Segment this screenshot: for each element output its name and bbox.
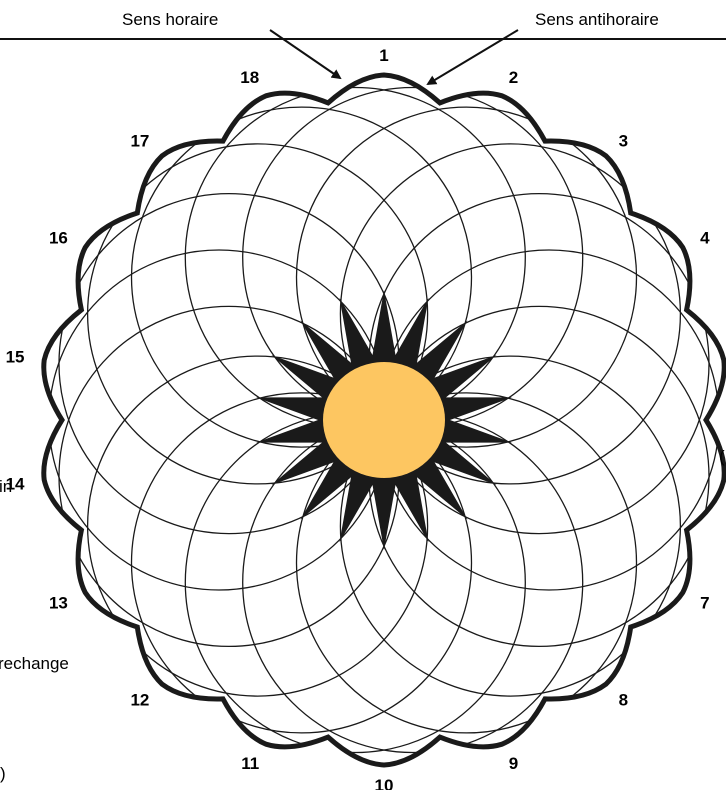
grid-circle bbox=[295, 106, 638, 448]
clockwise-arrow bbox=[269, 29, 342, 80]
petal-number: 15 bbox=[6, 348, 25, 367]
grid-circle bbox=[130, 392, 473, 734]
center-disc bbox=[323, 362, 445, 478]
petal-number: 17 bbox=[130, 131, 149, 150]
edge-fragment-left-middle: in bbox=[0, 477, 12, 496]
petal-number: 10 bbox=[375, 776, 394, 790]
petal-number: 3 bbox=[619, 131, 628, 150]
petal-number: 14 bbox=[6, 474, 25, 493]
grid-circle bbox=[339, 143, 682, 485]
petal-number: 9 bbox=[509, 754, 518, 773]
counterclockwise-label: Sens antihoraire bbox=[535, 10, 659, 29]
edge-fragment-left-lower: rechange bbox=[0, 654, 69, 673]
grid-circle bbox=[86, 355, 429, 697]
petal-number: 7 bbox=[700, 594, 709, 613]
counterclockwise-arrow bbox=[426, 29, 519, 86]
grid-circle bbox=[86, 143, 429, 485]
petal-numbers: 123456789101112131415161718 bbox=[6, 46, 711, 790]
grid-circle bbox=[295, 392, 638, 734]
petal-number: 13 bbox=[49, 594, 68, 613]
petal-number: 18 bbox=[240, 68, 259, 87]
petal-number: 11 bbox=[241, 754, 259, 773]
petal-number: 4 bbox=[700, 229, 710, 248]
clockwise-label: Sens horaire bbox=[122, 10, 218, 29]
petal-number: 16 bbox=[49, 229, 68, 248]
petal-number: 2 bbox=[509, 68, 518, 87]
edge-fragment-right-middle: ( bbox=[719, 447, 725, 466]
edge-fragment-left-bottom: ) bbox=[0, 764, 6, 783]
rosette bbox=[41, 72, 726, 768]
petal-number: 8 bbox=[619, 691, 628, 710]
grid-circle bbox=[339, 355, 682, 697]
petal-number: 12 bbox=[130, 691, 149, 710]
grid-circle bbox=[130, 106, 473, 448]
petal-number: 1 bbox=[379, 46, 388, 65]
